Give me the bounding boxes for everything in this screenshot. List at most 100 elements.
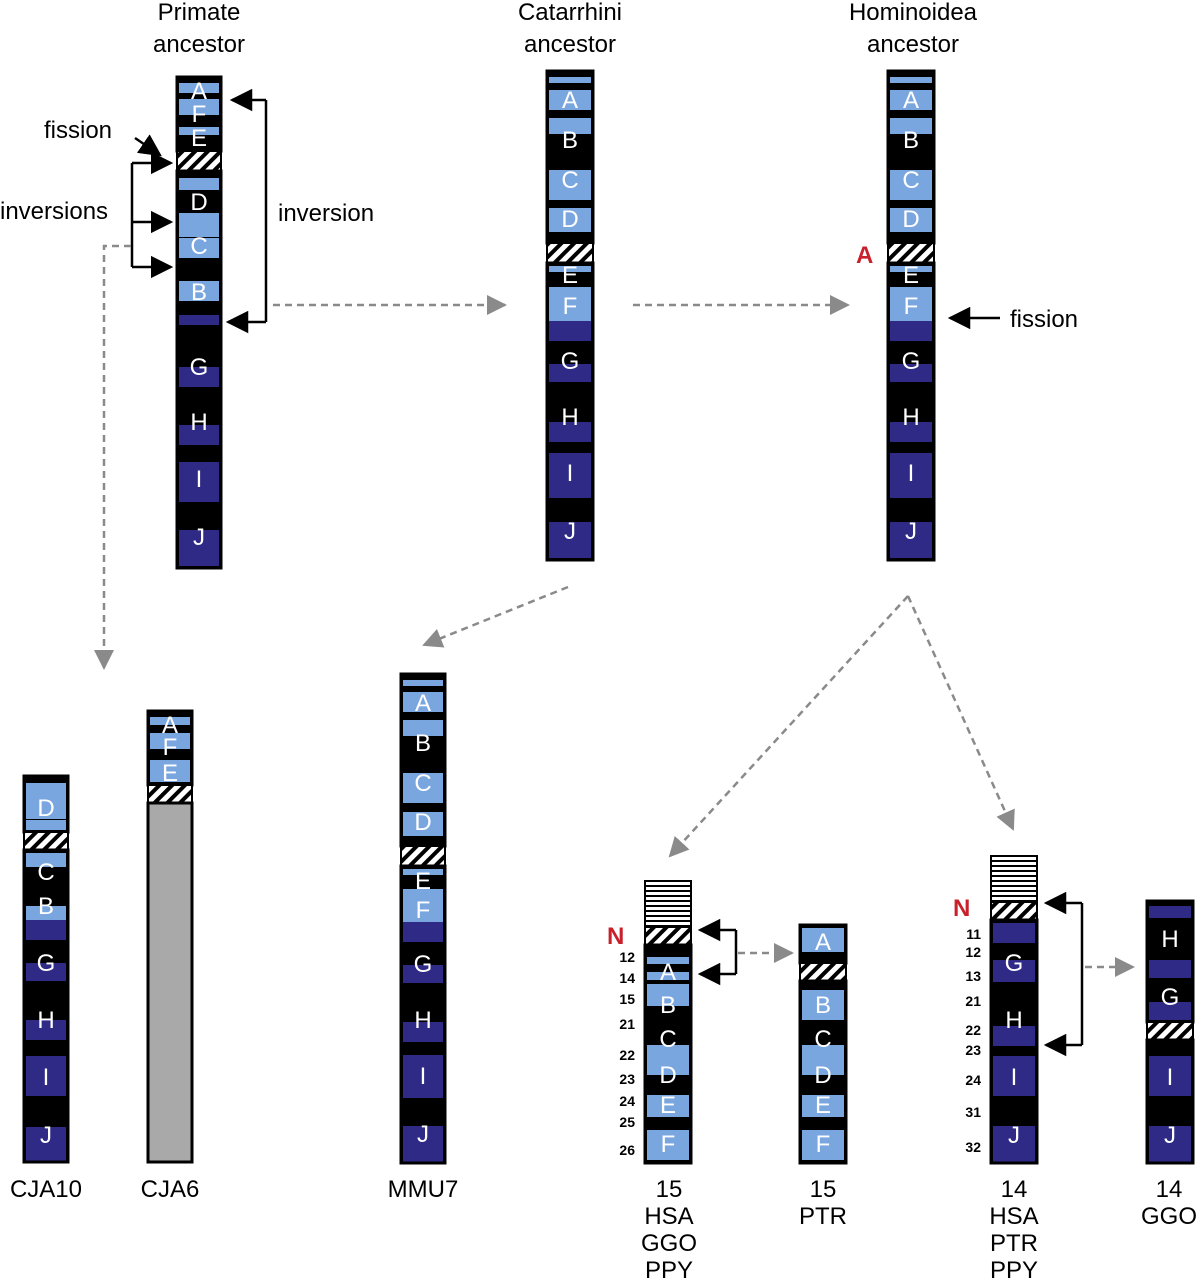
- catarrhini-letter-a: A: [562, 87, 578, 114]
- catarrhini-letter-e: E: [562, 262, 578, 289]
- hsa14-letter-h: H: [1005, 1007, 1022, 1034]
- hsa15-bottom-band: [647, 984, 689, 1006]
- dashed-arrow-hominoidea-to-hsa15: [668, 595, 909, 858]
- hsa15-bottom-band: [647, 972, 689, 980]
- fission-arrow-left: [134, 134, 162, 157]
- cja10-bottom-band: [26, 853, 66, 867]
- caption-cja6: CJA6: [141, 1176, 200, 1203]
- inversions-label: inversions: [0, 198, 108, 225]
- ptr15-letter-f: F: [816, 1131, 831, 1158]
- catarrhini-letter-c: C: [561, 167, 578, 194]
- marker-a-label: A: [856, 242, 873, 269]
- catarrhini-top-band: [549, 90, 591, 110]
- mmu7-bottom-band: [403, 965, 443, 983]
- hsa15-bottom-band: [647, 957, 689, 964]
- band-number: 11: [966, 926, 981, 942]
- cja10-bottom-band: [26, 920, 66, 940]
- hsa14-satellite: [990, 855, 1038, 903]
- cja6-bottom-segment: [148, 803, 192, 1162]
- caption-hsa14-line2: PTR: [990, 1230, 1038, 1257]
- cja10-bottom-band: [26, 1020, 66, 1040]
- mmu7-letter-e: E: [415, 868, 431, 895]
- hsa15-bottom-band: [647, 1045, 689, 1075]
- cja10-bottom-band: [26, 906, 66, 920]
- mmu7-letter-d: D: [414, 809, 431, 836]
- cja10-bottom-band: [26, 1056, 66, 1096]
- mmu7-bottom-band: [403, 1022, 443, 1042]
- band-number: 15: [619, 991, 635, 1007]
- ggo14-letter-j: J: [1164, 1122, 1176, 1149]
- hominoidea-letter-f: F: [904, 293, 919, 320]
- hominoidea-bottom-band: [890, 422, 932, 442]
- primate-bottom-outline: [175, 169, 223, 570]
- caption-hsa14-line3: PPY: [990, 1257, 1038, 1280]
- caption-hsa14-number: 14: [1001, 1176, 1028, 1203]
- primate-top-band: [179, 127, 219, 135]
- hsa15-bottom-band: [647, 1130, 689, 1160]
- hominoidea-letter-j: J: [905, 518, 917, 545]
- ggo14-letter-g: G: [1161, 984, 1180, 1011]
- primate-letter-j: J: [193, 524, 205, 551]
- hominoidea-bottom-band: [890, 364, 932, 382]
- hsa14-bottom-band: [993, 1026, 1035, 1046]
- caption-ggo14-line1: GGO: [1141, 1203, 1197, 1230]
- primate-bottom-band: [179, 367, 219, 387]
- cja6-top-band: [150, 717, 190, 725]
- catarrhini-letter-h: H: [561, 404, 578, 431]
- hsa15-bottom-band: [647, 1095, 689, 1117]
- marker-n-label-14: N: [953, 895, 970, 922]
- caption-ptr15-number: 15: [810, 1176, 837, 1203]
- primate-letter-b: B: [191, 279, 207, 306]
- band-number: 14: [619, 970, 635, 986]
- cja10-bottom-band: [26, 963, 66, 981]
- caption-ggo14-number: 14: [1156, 1176, 1183, 1203]
- hsa14-letter-i: I: [1011, 1064, 1018, 1091]
- hominoidea-top-band: [890, 208, 932, 232]
- caption-hsa15-line2: GGO: [641, 1230, 697, 1257]
- hsa14-letter-g: G: [1005, 950, 1024, 977]
- dashed-arrow-primate-to-cja10: [94, 244, 131, 670]
- cja10-top-band: [26, 783, 66, 819]
- mmu7-letter-c: C: [414, 770, 431, 797]
- primate-letter-h: H: [190, 409, 207, 436]
- hsa15-bottom-outline: [643, 943, 693, 1165]
- hominoidea-letter-b: B: [903, 127, 919, 154]
- ptr15-bottom-outline: [798, 979, 848, 1165]
- primate-letter-a: A: [191, 78, 207, 105]
- hominoidea-letter-c: C: [902, 167, 919, 194]
- cja10-letter-b: B: [38, 893, 54, 920]
- hominoidea-bottom-band: [890, 522, 932, 558]
- title-primate-line2: ancestor: [153, 31, 245, 58]
- ggo14-letter-i: I: [1167, 1064, 1174, 1091]
- primate-bottom-band: [179, 238, 219, 258]
- band-number: 22: [619, 1047, 635, 1063]
- catarrhini-bottom-band: [549, 321, 591, 341]
- band-number: 24: [965, 1072, 981, 1088]
- cja10-letter-i: I: [43, 1064, 50, 1091]
- ptr15-letter-d: D: [814, 1062, 831, 1089]
- catarrhini-letter-f: F: [563, 293, 578, 320]
- ggo14-bottom-outline: [1145, 1038, 1195, 1165]
- band-number: 13: [965, 968, 981, 984]
- hominoidea-top-band: [890, 118, 932, 134]
- ggo14-bottom-band: [1149, 1126, 1191, 1162]
- ptr15-letter-b: B: [815, 992, 831, 1019]
- ptr15-bottom-band: [802, 1045, 844, 1075]
- hominoidea-bottom-band: [890, 321, 932, 341]
- mmu7-letter-f: F: [416, 897, 431, 924]
- catarrhini-letter-b: B: [562, 127, 578, 154]
- ggo14-top-band: [1149, 1002, 1191, 1020]
- hominoidea-bottom-band: [890, 287, 932, 321]
- mmu7-top-band: [403, 680, 443, 686]
- primate-bottom-band: [179, 281, 219, 301]
- cja6-centromere: [147, 784, 193, 804]
- primate-top-band: [179, 83, 219, 93]
- primate-top-band: [179, 99, 219, 115]
- band-number: 31: [965, 1104, 981, 1120]
- band-number: 12: [965, 944, 981, 960]
- band-number: 23: [619, 1071, 635, 1087]
- hsa15-letter-d: D: [659, 1062, 676, 1089]
- title-primate-line1: Primate: [158, 0, 241, 26]
- catarrhini-top-band: [549, 170, 591, 200]
